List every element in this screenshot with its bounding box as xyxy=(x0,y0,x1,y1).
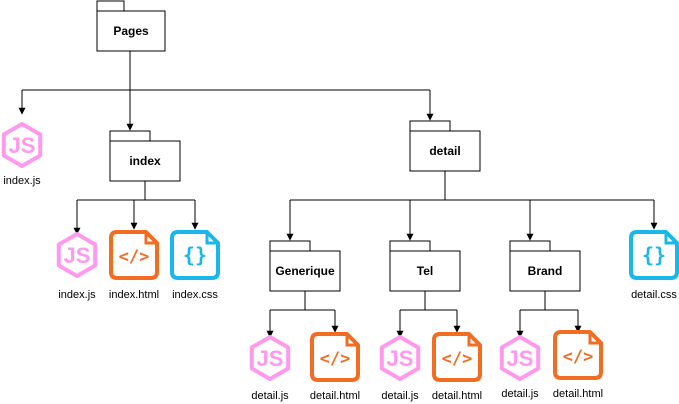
folder-tel: Tel xyxy=(389,240,461,292)
folder-pages-label: Pages xyxy=(113,24,149,38)
file-label: detail.html xyxy=(432,390,482,402)
file-label: index.js xyxy=(3,175,41,187)
file-generique-js: JS detail.js xyxy=(249,335,291,402)
folder-brand: Brand xyxy=(509,240,581,292)
folder-detail: detail xyxy=(409,120,481,172)
folder-pages: Pages xyxy=(96,0,166,52)
file-label: detail.html xyxy=(310,390,360,402)
folder-tab xyxy=(389,240,431,252)
nodejs-icon: JS xyxy=(379,335,421,381)
nodejs-icon: JS xyxy=(249,335,291,381)
folder-tab xyxy=(409,120,451,132)
html-code-icon: </> xyxy=(310,332,360,382)
file-pages-js: JS index.js xyxy=(1,122,43,187)
file-brand-html: </> detail.html xyxy=(553,330,603,400)
svg-text:</>: </> xyxy=(563,347,594,367)
nodejs-icon: JS xyxy=(1,122,43,168)
folder-index: index xyxy=(109,130,181,182)
folder-generique-label: Generique xyxy=(275,264,335,278)
svg-text:JS: JS xyxy=(64,243,91,268)
folder-tab xyxy=(96,0,125,12)
file-index-js: JS index.js xyxy=(56,232,98,301)
folder-tab xyxy=(109,130,151,142)
folder-detail-label: detail xyxy=(429,144,460,158)
file-tel-js: JS detail.js xyxy=(379,335,421,402)
svg-text:JS: JS xyxy=(257,346,284,371)
folder-brand-label: Brand xyxy=(528,264,563,278)
folder-tel-label: Tel xyxy=(417,264,433,278)
file-brand-js: JS detail.js xyxy=(499,335,541,400)
css-braces-icon: {} xyxy=(629,230,679,280)
file-index-css: {} index.css xyxy=(170,230,220,301)
file-tel-html: </> detail.html xyxy=(432,332,482,402)
svg-text:{}: {} xyxy=(183,243,207,267)
folder-tab xyxy=(509,240,551,252)
svg-text:</>: </> xyxy=(320,349,351,369)
file-label: index.js xyxy=(58,289,96,301)
file-label: index.html xyxy=(109,289,159,301)
file-label: index.css xyxy=(172,289,218,301)
file-detail-css: {} detail.css xyxy=(629,230,679,301)
svg-text:JS: JS xyxy=(507,346,534,371)
svg-text:JS: JS xyxy=(387,346,414,371)
folder-tab xyxy=(269,240,311,252)
folder-body xyxy=(389,250,461,292)
folder-body xyxy=(409,130,481,172)
file-label: detail.js xyxy=(501,388,539,400)
file-label: detail.html xyxy=(553,388,603,400)
nodejs-icon: JS xyxy=(56,232,98,278)
html-code-icon: </> xyxy=(553,330,603,380)
svg-text:{}: {} xyxy=(642,243,666,267)
html-code-icon: </> xyxy=(432,332,482,382)
html-code-icon: </> xyxy=(109,230,159,280)
file-index-html: </> index.html xyxy=(109,230,159,301)
folder-body xyxy=(509,250,581,292)
svg-text:</>: </> xyxy=(442,349,473,369)
nodejs-icon: JS xyxy=(499,335,541,381)
folder-generique: Generique xyxy=(269,240,341,292)
connectors xyxy=(18,51,658,338)
file-label: detail.js xyxy=(251,390,289,402)
file-generique-html: </> detail.html xyxy=(310,332,360,402)
file-label: detail.css xyxy=(631,289,677,301)
css-braces-icon: {} xyxy=(170,230,220,280)
folder-body xyxy=(96,10,166,52)
svg-text:JS: JS xyxy=(9,133,36,158)
folder-body xyxy=(109,140,181,182)
folder-body xyxy=(269,250,341,292)
folder-index-label: index xyxy=(129,154,161,168)
file-label: detail.js xyxy=(381,390,419,402)
svg-text:</>: </> xyxy=(119,247,150,267)
